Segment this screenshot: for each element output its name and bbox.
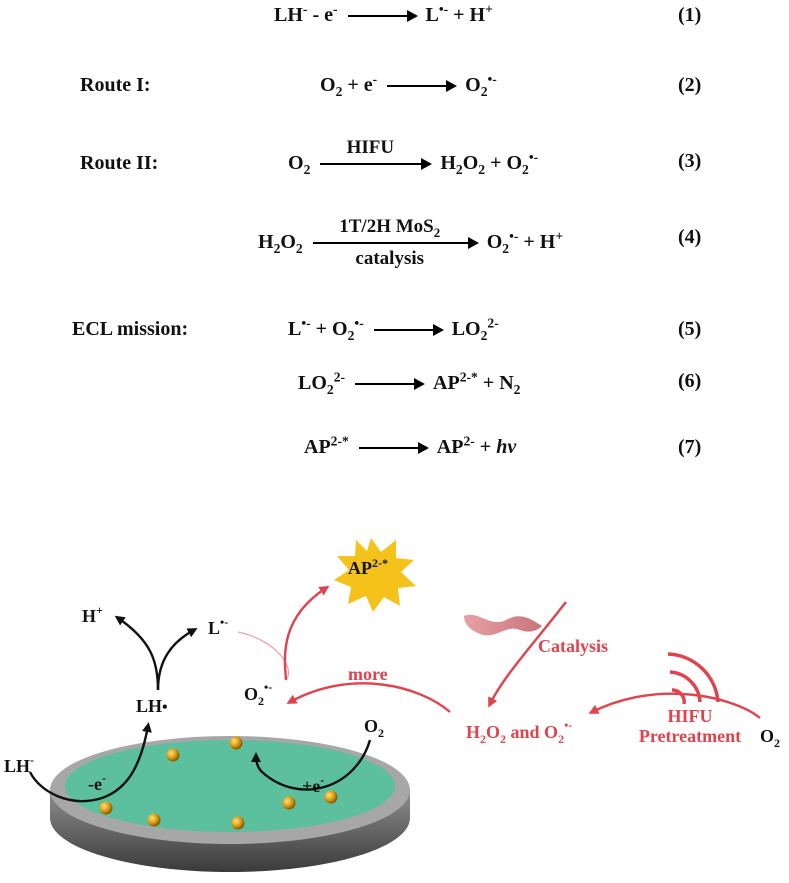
o2-source-label: O2: [760, 726, 780, 750]
equation-2: O2 + e-O2•-: [320, 71, 497, 99]
l-radical-label: L•-: [208, 615, 228, 638]
equation-number-5: (5): [678, 318, 702, 340]
catalysis-arrow: [488, 601, 567, 708]
hifu-label: HIFU: [668, 706, 713, 726]
o2-radical-label: O2•-: [244, 680, 272, 708]
reaction-arrow: [373, 324, 444, 337]
hifu-arrow: [588, 692, 761, 719]
electrode-disk: [50, 736, 410, 872]
reaction-arrow: [355, 378, 426, 391]
equation-number-7: (7): [678, 436, 702, 458]
lh-oxidation-arrow: [28, 722, 152, 803]
pretreatment-label: Pretreatment: [639, 726, 741, 746]
equation-5: L•- + O2•-LO22-: [288, 315, 499, 343]
equation-number-6: (6): [678, 370, 702, 392]
ecl-mission-label: ECL mission:: [72, 318, 189, 340]
more-arrow: [286, 682, 451, 713]
equation-7: AP2-*AP2- + hv: [304, 433, 517, 458]
ap-excited-label: AP2-*: [348, 556, 388, 578]
arrow-condition: HIFU: [346, 137, 395, 159]
ultrasound-waves-icon: [667, 652, 720, 705]
arrow-condition: catalysis: [355, 248, 425, 270]
equation-6: LO22-AP2-* + N2: [298, 369, 521, 397]
h-plus-label: H+: [82, 603, 103, 626]
l-to-ap-arrow: [283, 585, 330, 681]
reaction-arrow: 1T/2H MoS2 catalysis: [312, 216, 479, 269]
lh-to-h-arrow: [114, 615, 160, 691]
gold-nanoparticles: [99, 736, 338, 830]
reaction-arrow: [347, 10, 418, 23]
reaction-arrow: HIFU: [320, 137, 433, 171]
catalysis-label: Catalysis: [538, 636, 608, 656]
equation-1: LH- - e-L•- + H+: [274, 1, 493, 26]
mos2-sheet-icon: [464, 614, 542, 636]
equation-number-1: (1): [678, 4, 702, 26]
equation-number-4: (4): [678, 226, 702, 248]
route-1-label: Route I:: [80, 74, 151, 96]
o2-reduction-arrow: [251, 739, 372, 791]
reaction-arrow: [358, 442, 429, 455]
lh-radical-label: LH•: [136, 696, 168, 716]
o2-to-l-combination-arc: [237, 631, 290, 681]
more-label: more: [348, 664, 388, 684]
ap-excited-burst: [334, 538, 416, 612]
arrow-catalyst: 1T/2H MoS2: [339, 216, 441, 241]
route-2-label: Route II:: [80, 152, 159, 174]
reaction-arrow: [387, 80, 458, 93]
minus-e-label: -e-: [88, 771, 106, 794]
equation-number-2: (2): [678, 74, 702, 96]
o2-label: O2: [364, 716, 384, 740]
h2o2-o2-label: H2O2 and O2•-: [466, 718, 572, 746]
lh-to-l-arrow: [156, 628, 198, 691]
equation-number-3: (3): [678, 150, 702, 172]
plus-e-label: +e-: [302, 773, 324, 796]
lh-minus-label: LH-: [4, 753, 34, 776]
